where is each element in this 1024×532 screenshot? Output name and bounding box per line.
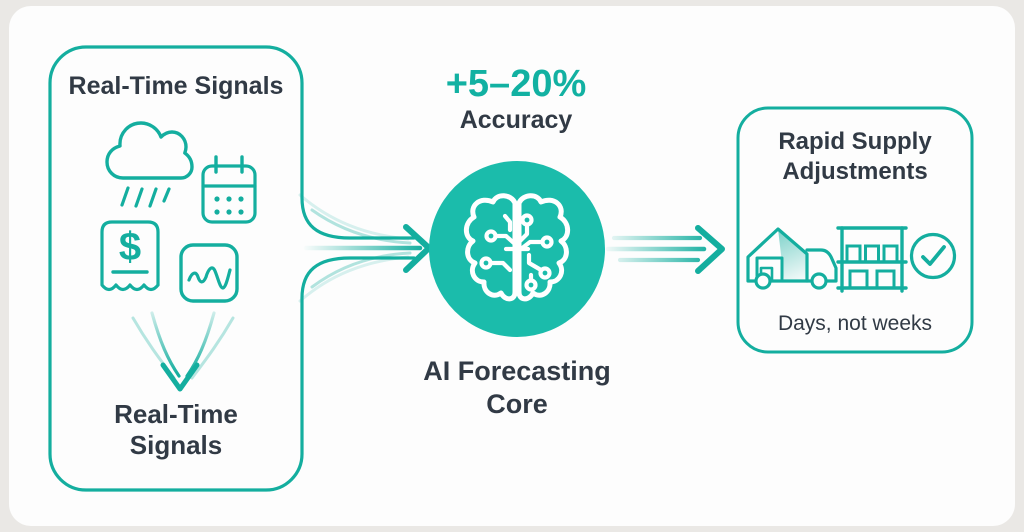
accuracy-metric: +5–20% bbox=[445, 63, 587, 105]
left-box-caption: Real-Time Signals bbox=[114, 399, 238, 460]
receipt-icon: $ bbox=[100, 220, 160, 292]
cloud-rain-icon bbox=[105, 121, 194, 208]
warehouse-truck-icon bbox=[746, 227, 838, 290]
flow-arrow-right bbox=[605, 225, 725, 274]
right-box-caption: Days, not weeks bbox=[777, 312, 933, 335]
accuracy-label: Accuracy bbox=[459, 106, 573, 134]
stock-shelves-icon bbox=[836, 226, 908, 293]
right-box-title: Rapid Supply Adjustments bbox=[778, 128, 932, 185]
check-circle-icon bbox=[909, 232, 957, 280]
left-box-outline bbox=[48, 45, 416, 492]
converge-down-arrow bbox=[131, 311, 235, 392]
brain-core-icon bbox=[429, 161, 605, 337]
right-box-outline bbox=[736, 106, 974, 354]
arrowhead-right-icon bbox=[695, 225, 725, 274]
left-box-title: Real-Time Signals bbox=[68, 72, 284, 100]
arrowhead-right-icon bbox=[403, 224, 432, 273]
dollar-glyph: $ bbox=[119, 225, 141, 269]
waveform-icon bbox=[179, 243, 239, 303]
funnel-arrow bbox=[298, 193, 432, 303]
calendar-icon bbox=[201, 155, 257, 224]
core-label: AI Forecasting Core bbox=[423, 356, 611, 419]
